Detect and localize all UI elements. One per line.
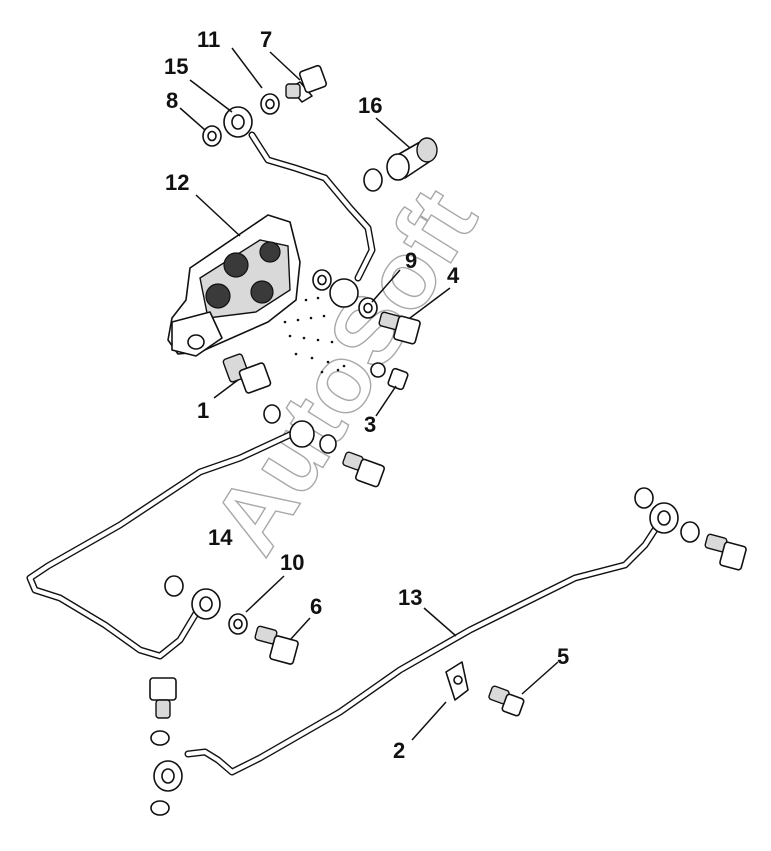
washer-small: [370, 362, 386, 378]
callout-5: 5: [557, 644, 569, 669]
leader-2: [411, 701, 447, 741]
washer-11: [260, 93, 280, 115]
leader-1: [213, 379, 239, 399]
leader-11: [231, 47, 263, 89]
leader-13: [423, 607, 457, 637]
upper-banjo-tube: [223, 106, 376, 308]
tube-clamp-2: [445, 661, 469, 701]
bolt-1: [222, 353, 272, 394]
washer-block-upper: [312, 269, 332, 291]
leader-4: [409, 287, 451, 319]
callout-14: 14: [208, 525, 233, 550]
lower-left-tube-14: [26, 420, 315, 660]
washer-pair-mid: [263, 404, 337, 454]
leader-6: [289, 617, 311, 641]
washer-10: [228, 613, 248, 635]
callout-10: 10: [280, 550, 304, 575]
assembly-dots: [283, 296, 346, 374]
callout-3: 3: [364, 412, 376, 437]
leader-9: [371, 269, 401, 303]
callout-6: 6: [310, 594, 322, 619]
leader-12: [195, 194, 241, 237]
washer-pair-right: [634, 487, 700, 543]
banjo-bolt-7: [285, 64, 328, 103]
leader-8: [179, 107, 206, 131]
banjo-bolt-6: [254, 625, 299, 665]
callout-12: 12: [165, 170, 189, 195]
callout-8: 8: [166, 88, 178, 113]
washer-8: [202, 125, 222, 147]
callout-9: 9: [405, 248, 417, 273]
callout-15: 15: [164, 54, 188, 79]
callout-1: 1: [197, 398, 209, 423]
callout-4: 4: [447, 263, 460, 288]
banjo-bolt-right: [704, 533, 747, 571]
washer-left: [164, 575, 184, 597]
adapter-fitting-16: [363, 137, 438, 192]
bolt-5: [488, 685, 525, 717]
washer-9: [358, 297, 378, 319]
leader-7: [269, 51, 301, 81]
leader-10: [245, 575, 285, 613]
callout-16: 16: [358, 93, 382, 118]
leader-15: [189, 79, 233, 113]
callout-11: 11: [197, 27, 220, 52]
leader-5: [521, 661, 559, 695]
banjo-bolt-bottom-left: [149, 677, 177, 816]
callout-7: 7: [260, 27, 272, 52]
distributor-block-12: [167, 214, 301, 357]
banjo-bolt-mid: [342, 451, 385, 488]
leader-3: [375, 385, 397, 417]
banjo-bolt-4: [378, 311, 421, 345]
lower-right-tube-13: [153, 502, 679, 792]
leader-16: [375, 117, 411, 149]
callout-13: 13: [398, 585, 422, 610]
callout-2: 2: [393, 738, 405, 763]
